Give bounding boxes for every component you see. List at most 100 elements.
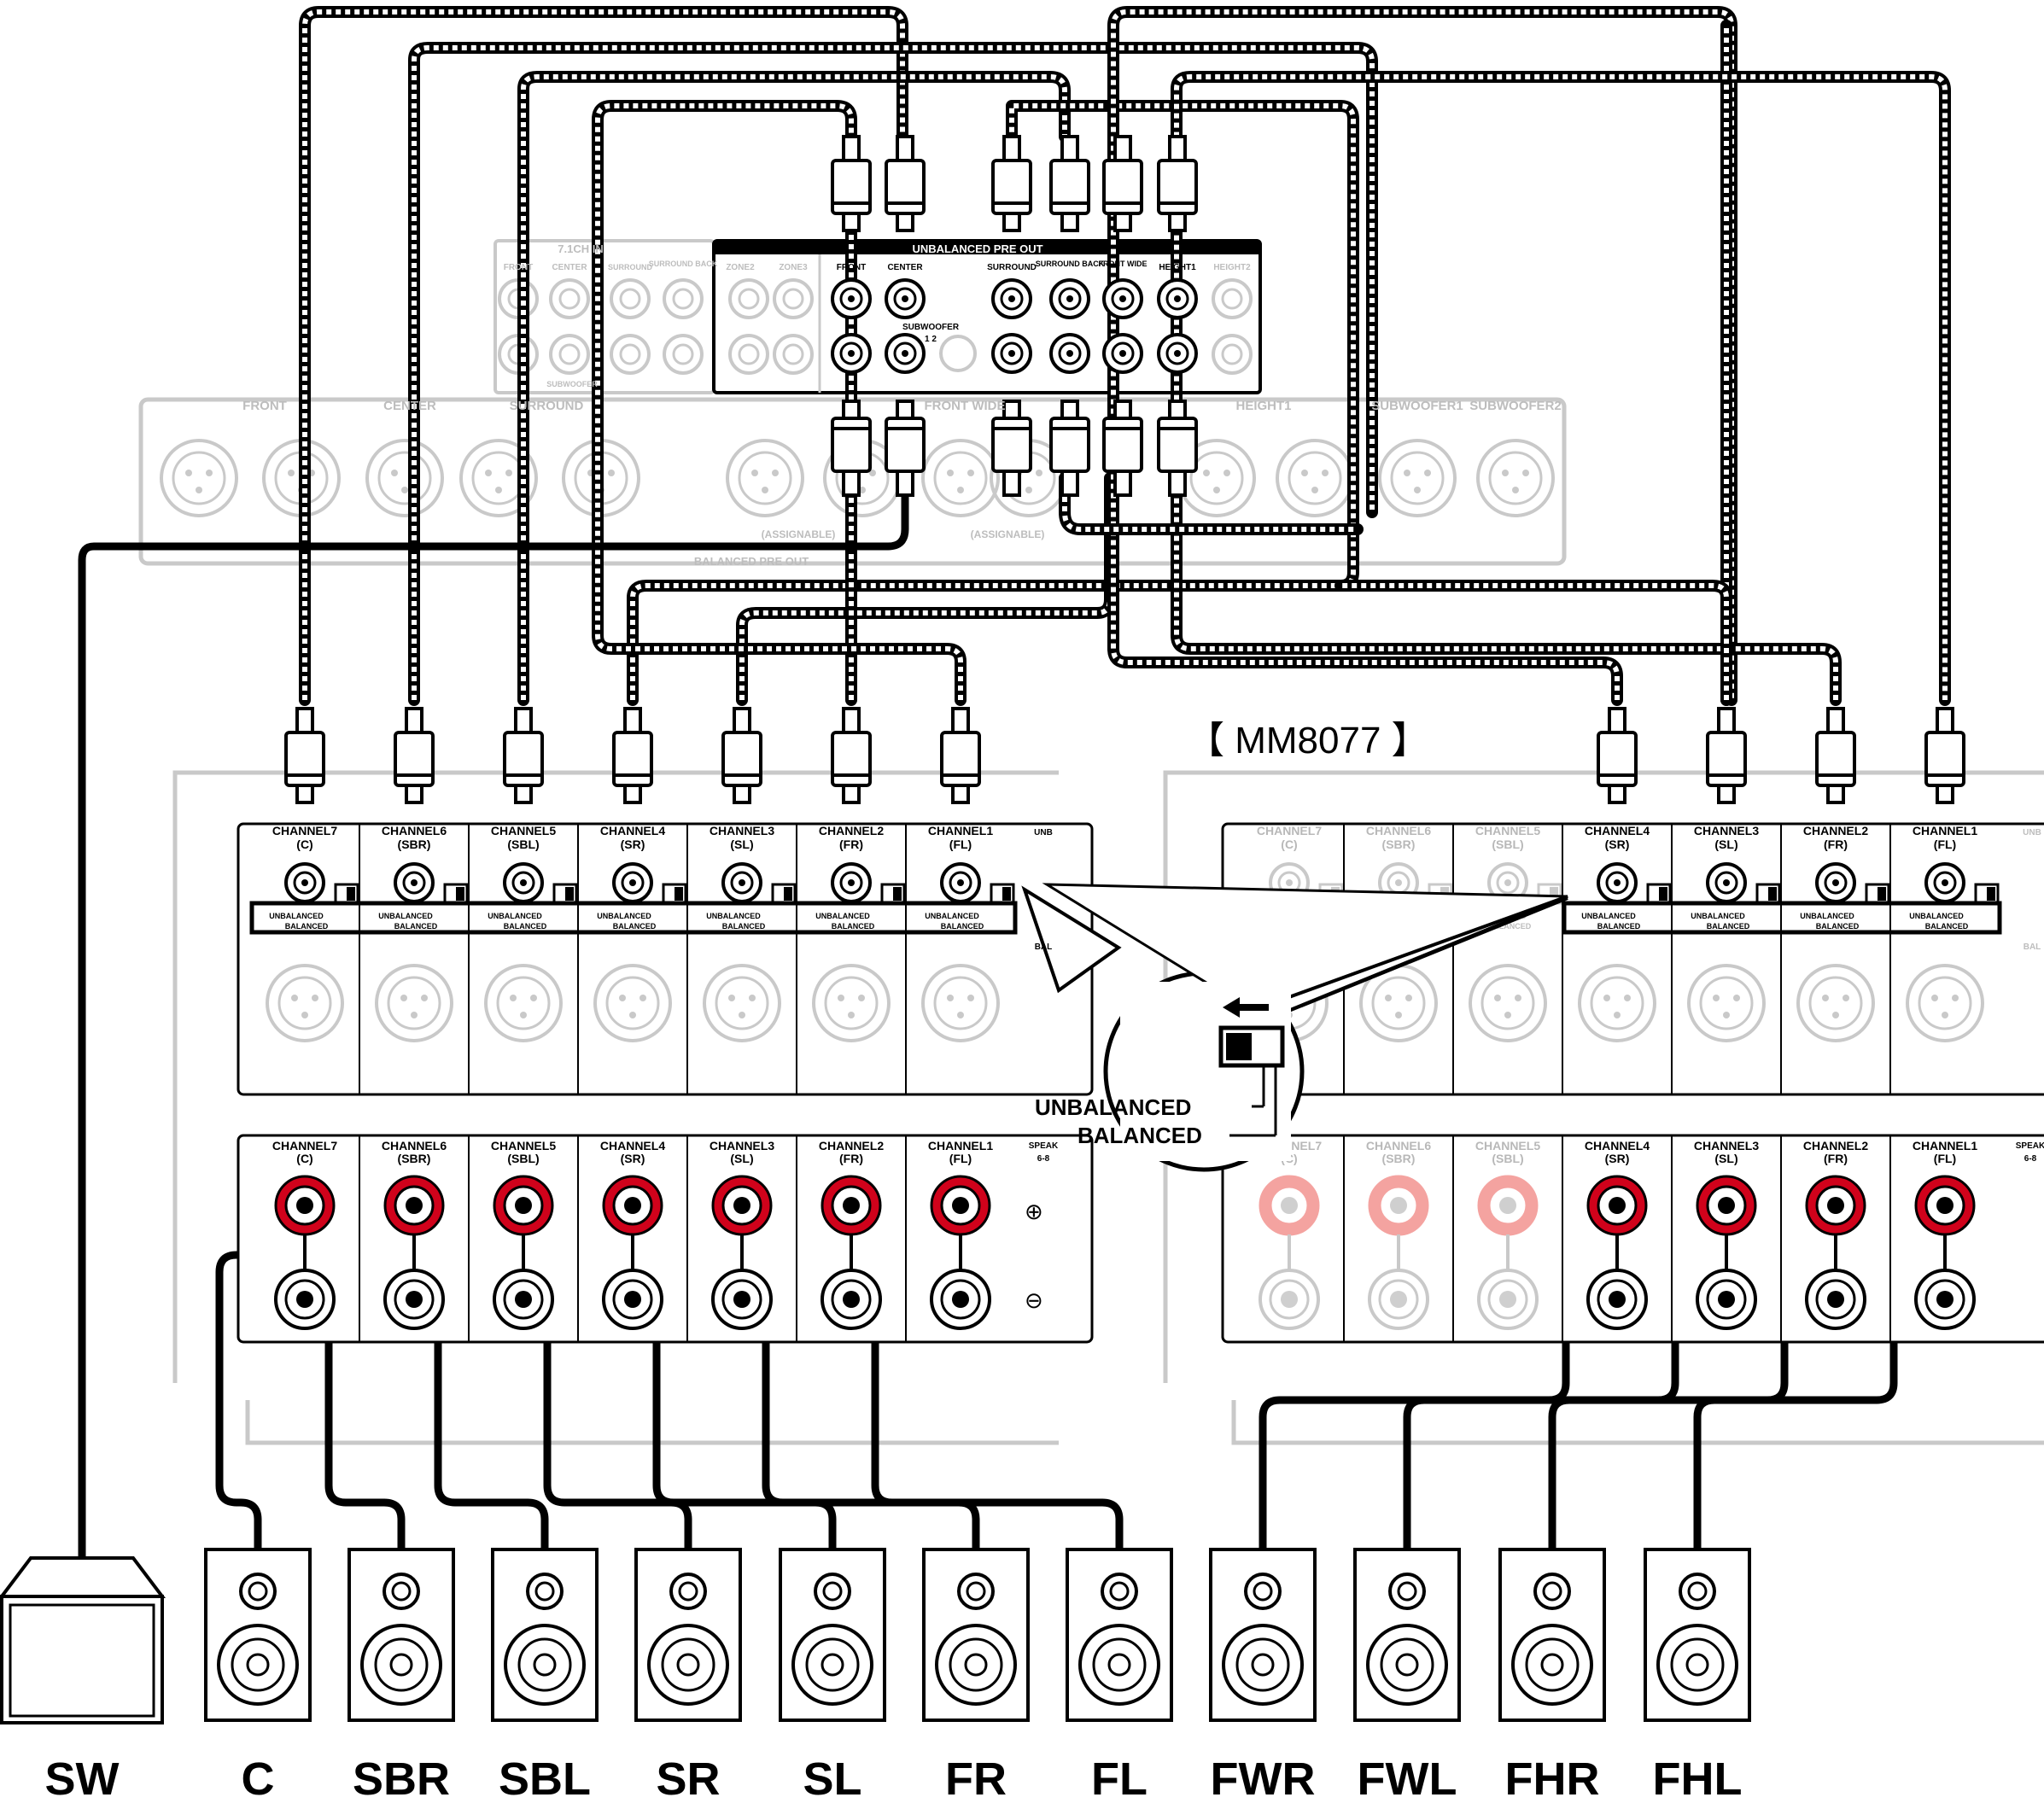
channel-label: CHANNEL7 — [272, 824, 337, 837]
channel-label: CHANNEL5 — [1475, 1139, 1540, 1153]
rca-plug — [1924, 707, 1965, 804]
channel-label: CHANNEL5 — [491, 824, 556, 837]
channel-label: (FR) — [839, 837, 863, 851]
tweeter-icon — [1388, 1573, 1426, 1610]
switch-label-balanced: BALANCED — [941, 922, 984, 931]
speaker-label: SBR — [353, 1754, 450, 1805]
channel-label: CHANNEL3 — [710, 824, 774, 837]
in-label-surround: SURROUND — [608, 263, 653, 271]
channel-label: CHANNEL4 — [600, 1139, 665, 1153]
rca-plug — [940, 707, 981, 804]
out-label-zone3: ZONE3 — [779, 263, 808, 272]
channel-label: CHANNEL1 — [928, 1139, 993, 1153]
channel-label: CHANNEL2 — [819, 824, 884, 837]
switch-label-unbalanced: UNBALANCED — [378, 912, 433, 920]
channel-label: (FL) — [949, 837, 972, 851]
minus-icon: ⊖ — [1025, 1287, 1043, 1313]
switch-label-unbalanced: UNBALANCED — [1581, 912, 1636, 920]
rca-plug — [612, 707, 653, 804]
input-subwoofer-label: SUBWOOFER — [546, 380, 598, 388]
speaker-label: FHL — [1653, 1754, 1743, 1805]
tweeter-icon — [1101, 1573, 1138, 1610]
woofer-icon — [1366, 1624, 1448, 1706]
channel-label: CHANNEL3 — [710, 1139, 774, 1153]
arrow-left-icon — [1223, 997, 1269, 1018]
switch-label-balanced: BALANCED — [1488, 922, 1532, 931]
woofer-icon — [1511, 1624, 1593, 1706]
rca-plug — [721, 707, 762, 804]
in-label-center: CENTER — [552, 263, 587, 272]
rca-plug — [1815, 707, 1856, 804]
rca-plug — [885, 400, 926, 497]
rca-jack-gray — [610, 278, 651, 319]
switch-label-balanced: BALANCED — [285, 922, 329, 931]
callout-balanced: BALANCED — [1077, 1123, 1202, 1148]
channel-label: (SL) — [730, 1152, 753, 1165]
channel-label: CHANNEL7 — [1257, 824, 1322, 837]
channel-label: (SBR) — [398, 837, 431, 851]
switch-label-balanced: BALANCED — [504, 922, 547, 931]
channel-label: (FR) — [1824, 837, 1848, 851]
out-label-surround-back: SURROUND BACK — [1036, 260, 1105, 268]
rca-plug — [885, 135, 926, 232]
switch-label-balanced: BALANCED — [722, 922, 766, 931]
side-bal-right: BAL — [2024, 942, 2041, 952]
in-label-front: FRONT — [504, 263, 533, 272]
switch-label-balanced: BALANCED — [1597, 922, 1641, 931]
side-unb-right: UNB — [2023, 828, 2041, 837]
channel-label: (FR) — [839, 1152, 863, 1165]
woofer-icon — [1078, 1624, 1160, 1706]
channel-label: (SBL) — [1492, 1152, 1523, 1165]
bal-label-center: CENTER — [383, 399, 436, 413]
woofer-icon — [935, 1624, 1017, 1706]
channel-label: CHANNEL2 — [1803, 1139, 1868, 1153]
subwoofer-label: SUBWOOFER — [902, 323, 960, 332]
channel-label: (SBR) — [1382, 1152, 1416, 1165]
preamp-section-title: UNBALANCED PRE OUT — [912, 242, 1042, 255]
rca-jack-gray — [773, 278, 814, 319]
channel-label: (FL) — [949, 1152, 972, 1165]
speaker-label: FWL — [1358, 1754, 1457, 1805]
switch-label-unbalanced: UNBALANCED — [1909, 912, 1964, 920]
channel-label: (SL) — [1714, 837, 1737, 851]
input-section-title: 7.1CH IN — [558, 242, 603, 255]
side-speaker-sub-left: 6-8 — [1037, 1154, 1050, 1164]
channel-label: (FL) — [1934, 837, 1956, 851]
channel-label: (FL) — [1934, 1152, 1956, 1165]
rca-plug — [991, 135, 1032, 232]
channel-label: (SBL) — [507, 837, 539, 851]
speaker-cable — [215, 1251, 296, 1558]
rca-jack-gray — [663, 334, 704, 375]
channel-label: (SR) — [621, 837, 645, 851]
switch-label-balanced: BALANCED — [1925, 922, 1969, 931]
rca-jack-gray — [1212, 334, 1253, 375]
channel-label: (FR) — [1824, 1152, 1848, 1165]
channel-label: CHANNEL4 — [1585, 1139, 1650, 1153]
rca-plug — [503, 707, 544, 804]
rca-plug — [394, 707, 435, 804]
subwoofer-numbers: 1 2 — [925, 335, 937, 344]
channel-label: CHANNEL2 — [819, 1139, 884, 1153]
rca-jack-gray — [549, 334, 590, 375]
rca-jack-gray — [663, 278, 704, 319]
rca-plug — [1706, 707, 1747, 804]
channel-label: (SL) — [730, 837, 753, 851]
rca-jack-gray — [1212, 278, 1253, 319]
channel-label: CHANNEL1 — [928, 824, 993, 837]
out-label-zone2: ZONE2 — [726, 263, 755, 272]
speaker-label: C — [242, 1754, 275, 1805]
tweeter-icon — [1679, 1573, 1716, 1610]
xlr-connector — [1378, 439, 1457, 517]
switch-label-unbalanced: UNBALANCED — [1800, 912, 1854, 920]
amp-chassis-right — [1163, 770, 2044, 1383]
channel-label: (SBR) — [398, 1152, 431, 1165]
switch-label-balanced: BALANCED — [394, 922, 438, 931]
channel-label: (SBL) — [507, 1152, 539, 1165]
tweeter-icon — [1244, 1573, 1282, 1610]
cable-ch5 — [517, 71, 1071, 706]
out-label-front: FRONT — [837, 263, 866, 272]
out-label-height1: HEIGHT1 — [1159, 263, 1196, 272]
xlr-connector — [365, 439, 444, 517]
in-label-surround-back: SURROUND BACK — [649, 260, 718, 268]
